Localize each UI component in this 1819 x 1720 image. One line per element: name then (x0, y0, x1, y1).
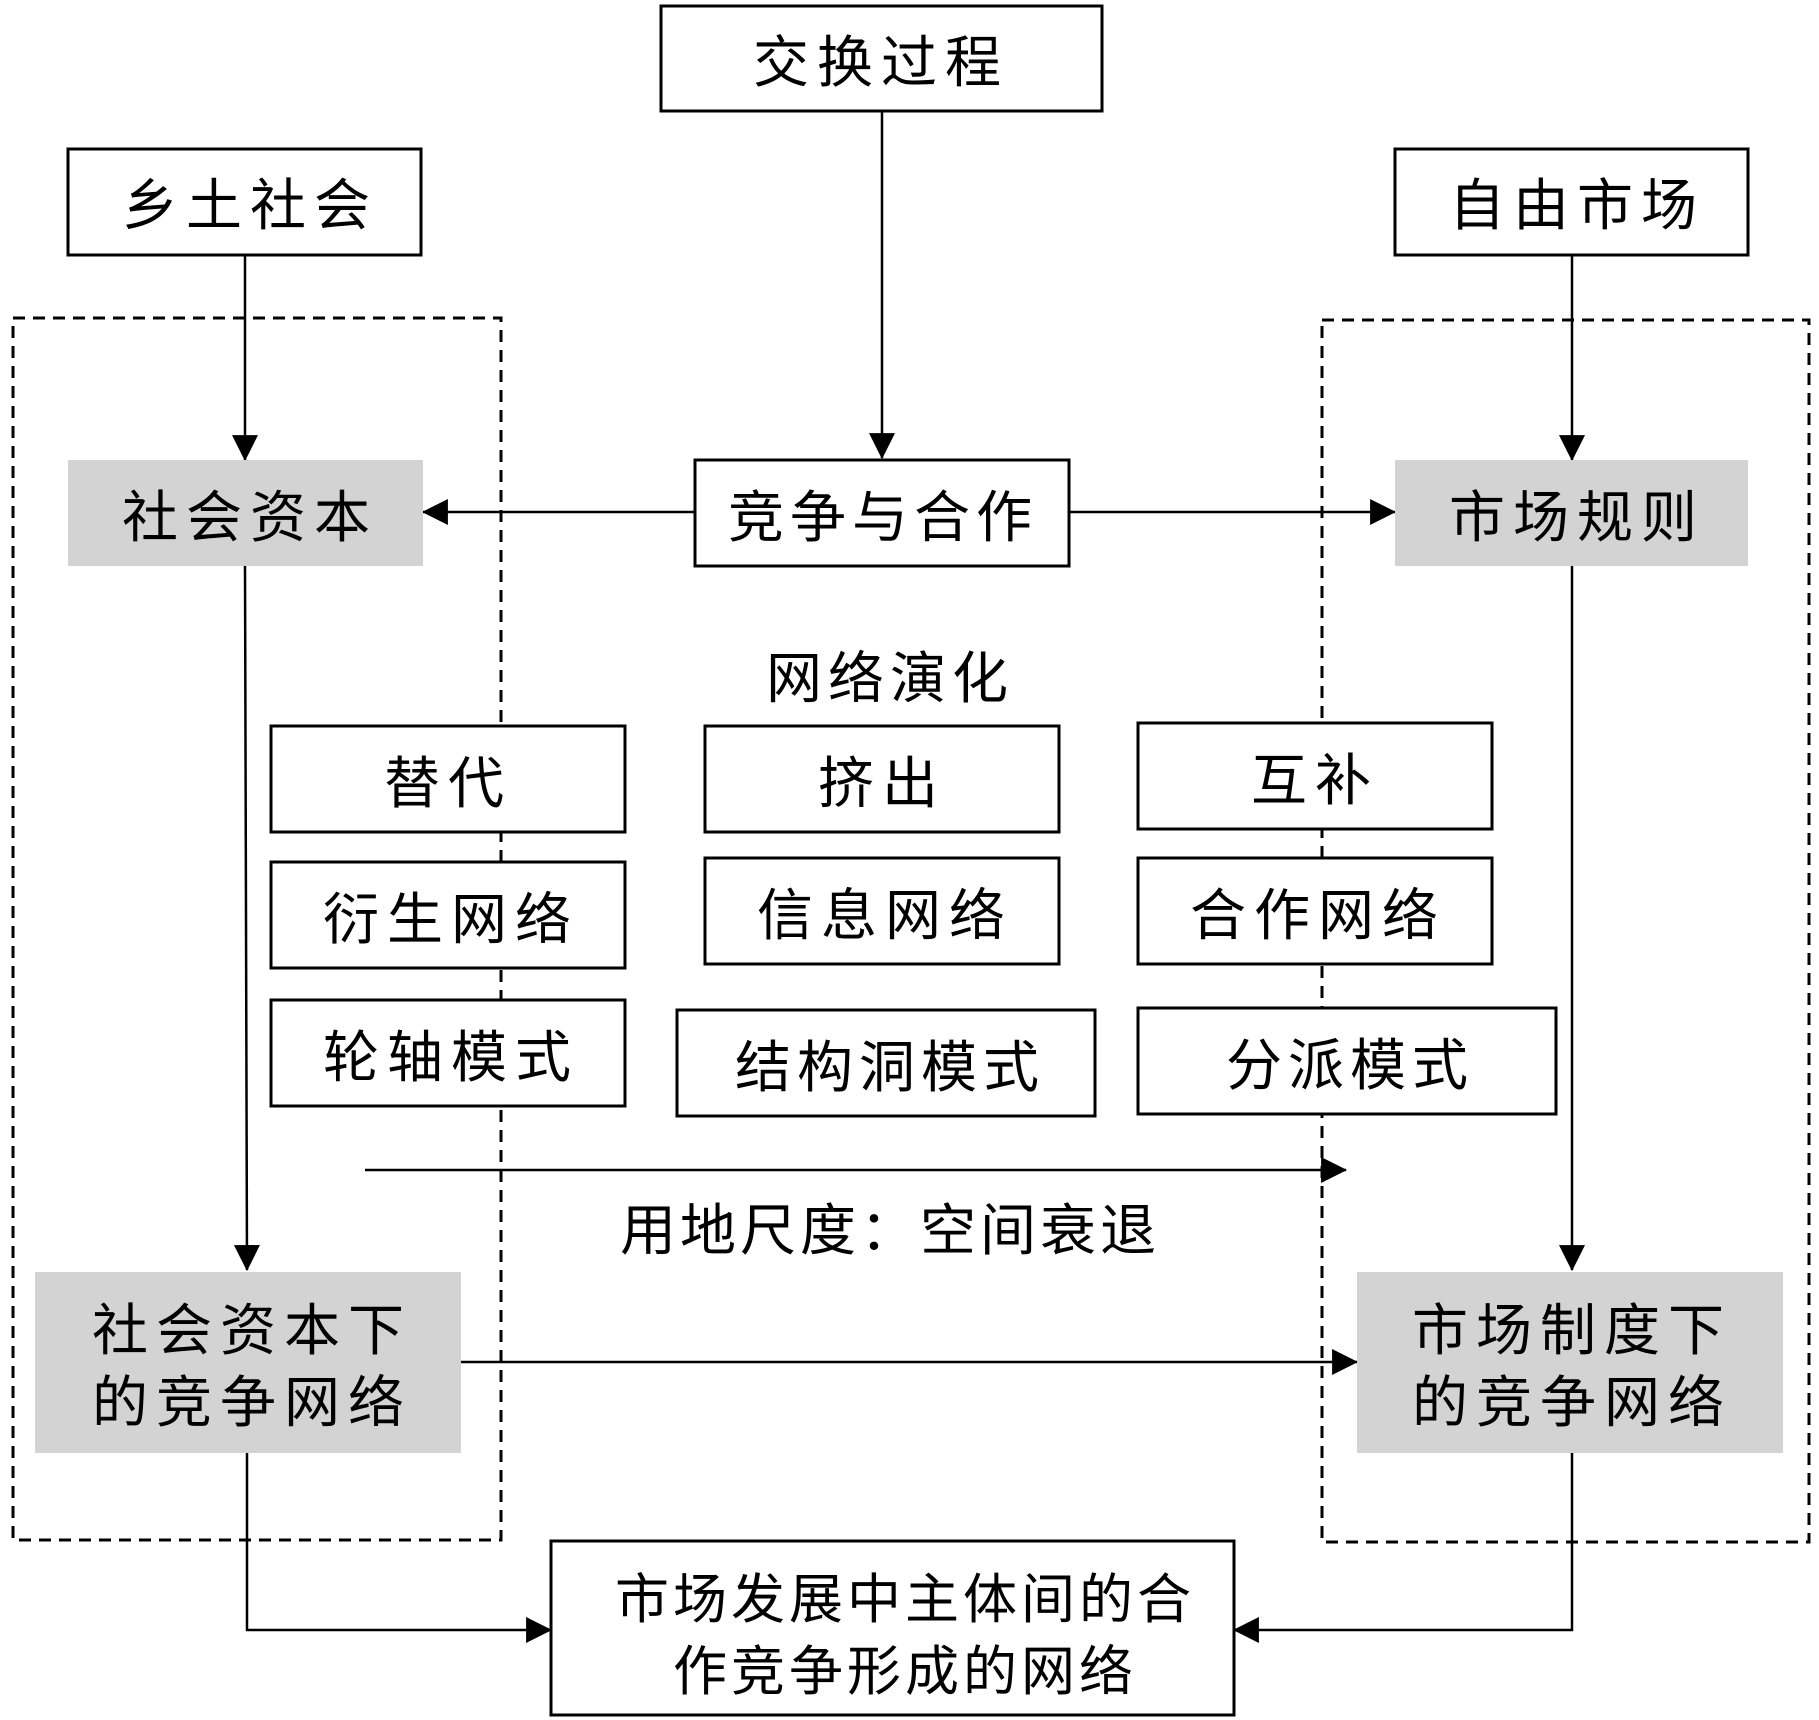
land-scale-caption: 用地尺度：空间衰退 (620, 1199, 1160, 1264)
social-capital-network-line2: 的竞争网络 (92, 1371, 412, 1436)
final-network-node: 市场发展中主体间的合 作竞争形成的网络 (549, 1539, 1236, 1717)
crowding-out-node: 挤出 (703, 724, 1061, 834)
social-capital-network-line1: 社会资本下 (92, 1299, 412, 1364)
free-market-node: 自由市场 (1393, 147, 1750, 257)
arrow-right-to-final (1232, 1453, 1574, 1643)
rural-society-node: 乡土社会 (66, 147, 423, 257)
competition-cooperation-node: 竞争与合作 (693, 458, 1071, 568)
arrow-social-capital-down (233, 564, 260, 1272)
final-network-line2: 作竞争形成的网络 (673, 1640, 1137, 1703)
competition-cooperation-label: 竞争与合作 (728, 486, 1038, 551)
final-network-line1: 市场发展中主体间的合 (615, 1568, 1195, 1631)
market-rules-label: 市场规则 (1449, 486, 1705, 551)
free-market-label: 自由市场 (1449, 174, 1705, 239)
derivative-network-label: 衍生网络 (323, 888, 579, 953)
derivative-network-node: 衍生网络 (269, 860, 627, 970)
substitution-label: 替代 (384, 752, 512, 817)
market-system-network-line1: 市场制度下 (1412, 1299, 1732, 1364)
substitution-node: 替代 (269, 724, 627, 834)
arrow-left-to-final (245, 1453, 553, 1643)
market-rules-node: 市场规则 (1395, 460, 1748, 566)
network-evolution-title: 网络演化 (766, 647, 1014, 712)
left-dashed-group (11, 316, 503, 1542)
market-system-network-line2: 的竞争网络 (1412, 1371, 1732, 1436)
complement-label: 互补 (1251, 749, 1379, 814)
hub-mode-node: 轮轴模式 (269, 998, 627, 1108)
rural-society-label: 乡土社会 (122, 174, 378, 239)
market-system-network-node: 市场制度下 的竞争网络 (1357, 1272, 1783, 1453)
information-network-label: 信息网络 (757, 884, 1013, 949)
social-capital-network-node: 社会资本下 的竞争网络 (35, 1272, 461, 1453)
cooperation-network-label: 合作网络 (1190, 884, 1446, 949)
exchange-process-label: 交换过程 (753, 31, 1009, 96)
structural-hole-mode-label: 结构洞模式 (735, 1036, 1045, 1101)
cooperation-network-node: 合作网络 (1136, 856, 1494, 966)
faction-mode-label: 分派模式 (1226, 1034, 1474, 1099)
exchange-process-node: 交换过程 (659, 4, 1104, 113)
hub-mode-label: 轮轴模式 (323, 1026, 579, 1091)
complement-node: 互补 (1136, 721, 1494, 831)
crowding-out-label: 挤出 (818, 752, 946, 817)
structural-hole-mode-node: 结构洞模式 (675, 1008, 1097, 1118)
faction-mode-node: 分派模式 (1136, 1006, 1558, 1116)
connectors (232, 110, 1585, 1643)
social-capital-node: 社会资本 (68, 460, 423, 566)
social-capital-label: 社会资本 (122, 486, 378, 551)
information-network-node: 信息网络 (703, 856, 1061, 966)
